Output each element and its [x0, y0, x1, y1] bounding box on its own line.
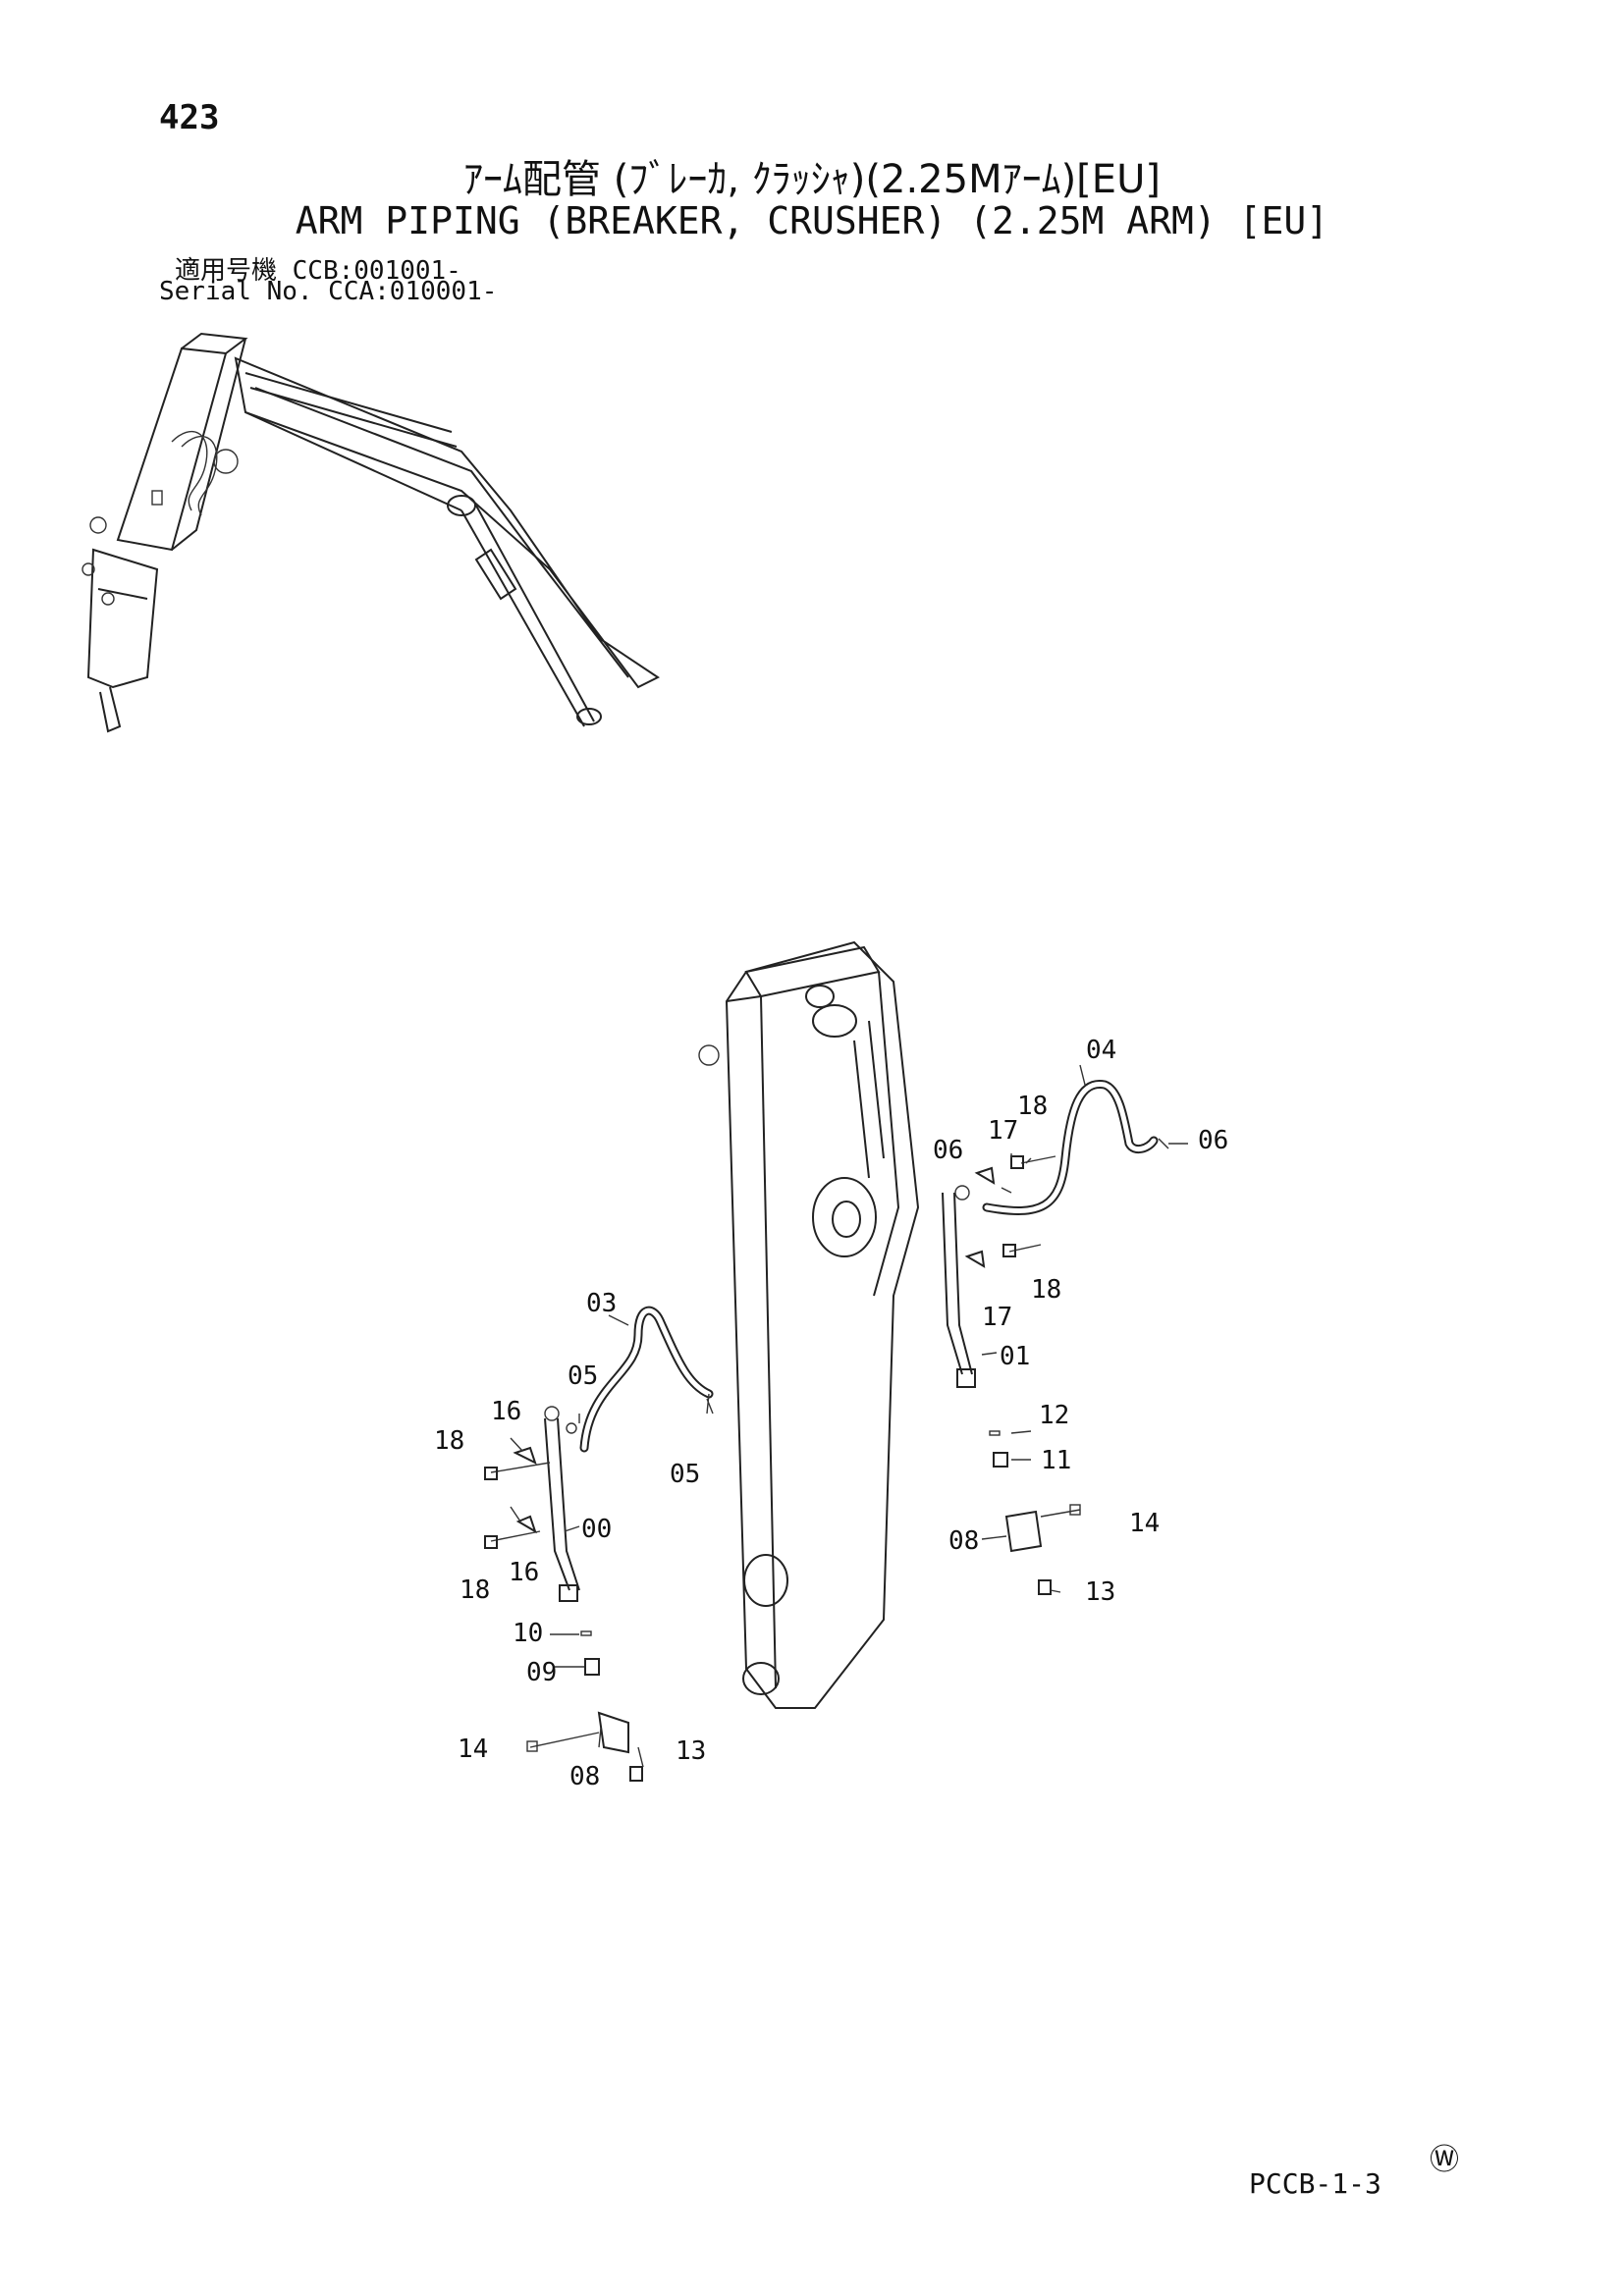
callout-18-lower-left: 18 — [460, 1575, 490, 1605]
serial-line-japanese: 適用号機 CCB:001001- — [175, 256, 461, 286]
callout-17-bottom: 17 — [982, 1303, 1012, 1332]
callout-05-bottom: 05 — [670, 1460, 700, 1489]
manufacturer-logo-mark: Ⓦ — [1430, 2143, 1459, 2177]
callout-16-top: 16 — [491, 1397, 521, 1426]
callout-18-upper-right: 18 — [1017, 1092, 1048, 1121]
callout-08-left: 08 — [569, 1762, 600, 1791]
left-hose-group — [484, 1306, 714, 1782]
callout-12: 12 — [1039, 1401, 1069, 1430]
callout-14-left: 14 — [458, 1735, 488, 1764]
callout-00: 00 — [581, 1515, 612, 1544]
callout-16-bottom: 16 — [509, 1558, 539, 1587]
callout-08-right: 08 — [948, 1526, 979, 1556]
title-japanese: ｱｰﾑ配管 (ﾌﾞﾚｰｶ, ｸﾗｯｼｬ)(2.25Mｱｰﾑ)[EU] — [463, 157, 1161, 202]
callout-06-left: 06 — [933, 1136, 963, 1165]
page-number: 423 — [159, 98, 220, 137]
callout-14-right: 14 — [1129, 1509, 1160, 1538]
leader-lines — [510, 1064, 1188, 1768]
callout-03: 03 — [586, 1289, 617, 1318]
callout-13-left: 13 — [676, 1736, 706, 1766]
callout-11: 11 — [1041, 1446, 1071, 1475]
callout-01: 01 — [1000, 1342, 1030, 1371]
right-hose-group — [942, 1080, 1169, 1595]
callout-09: 09 — [526, 1658, 557, 1687]
callout-18-lower-right: 18 — [1031, 1275, 1061, 1305]
callout-18-upper-left: 18 — [434, 1426, 464, 1456]
callout-06-right: 06 — [1198, 1126, 1228, 1155]
callout-17-top: 17 — [988, 1116, 1018, 1146]
callout-05-top: 05 — [568, 1362, 598, 1391]
callout-labels: 03 05 05 16 18 00 16 18 10 09 14 08 13 0… — [434, 1036, 1228, 1791]
serial-line-english: Serial No. CCA:010001- — [159, 277, 498, 306]
callout-04: 04 — [1086, 1036, 1116, 1065]
title-english: ARM PIPING (BREAKER, CRUSHER) (2.25M ARM… — [295, 199, 1329, 242]
callout-10: 10 — [513, 1619, 543, 1648]
callout-13-right: 13 — [1085, 1577, 1115, 1607]
page-code: PCCB-1-3 — [1249, 2167, 1381, 2200]
arm-detail — [698, 940, 920, 1709]
boom-sketch — [81, 332, 660, 733]
